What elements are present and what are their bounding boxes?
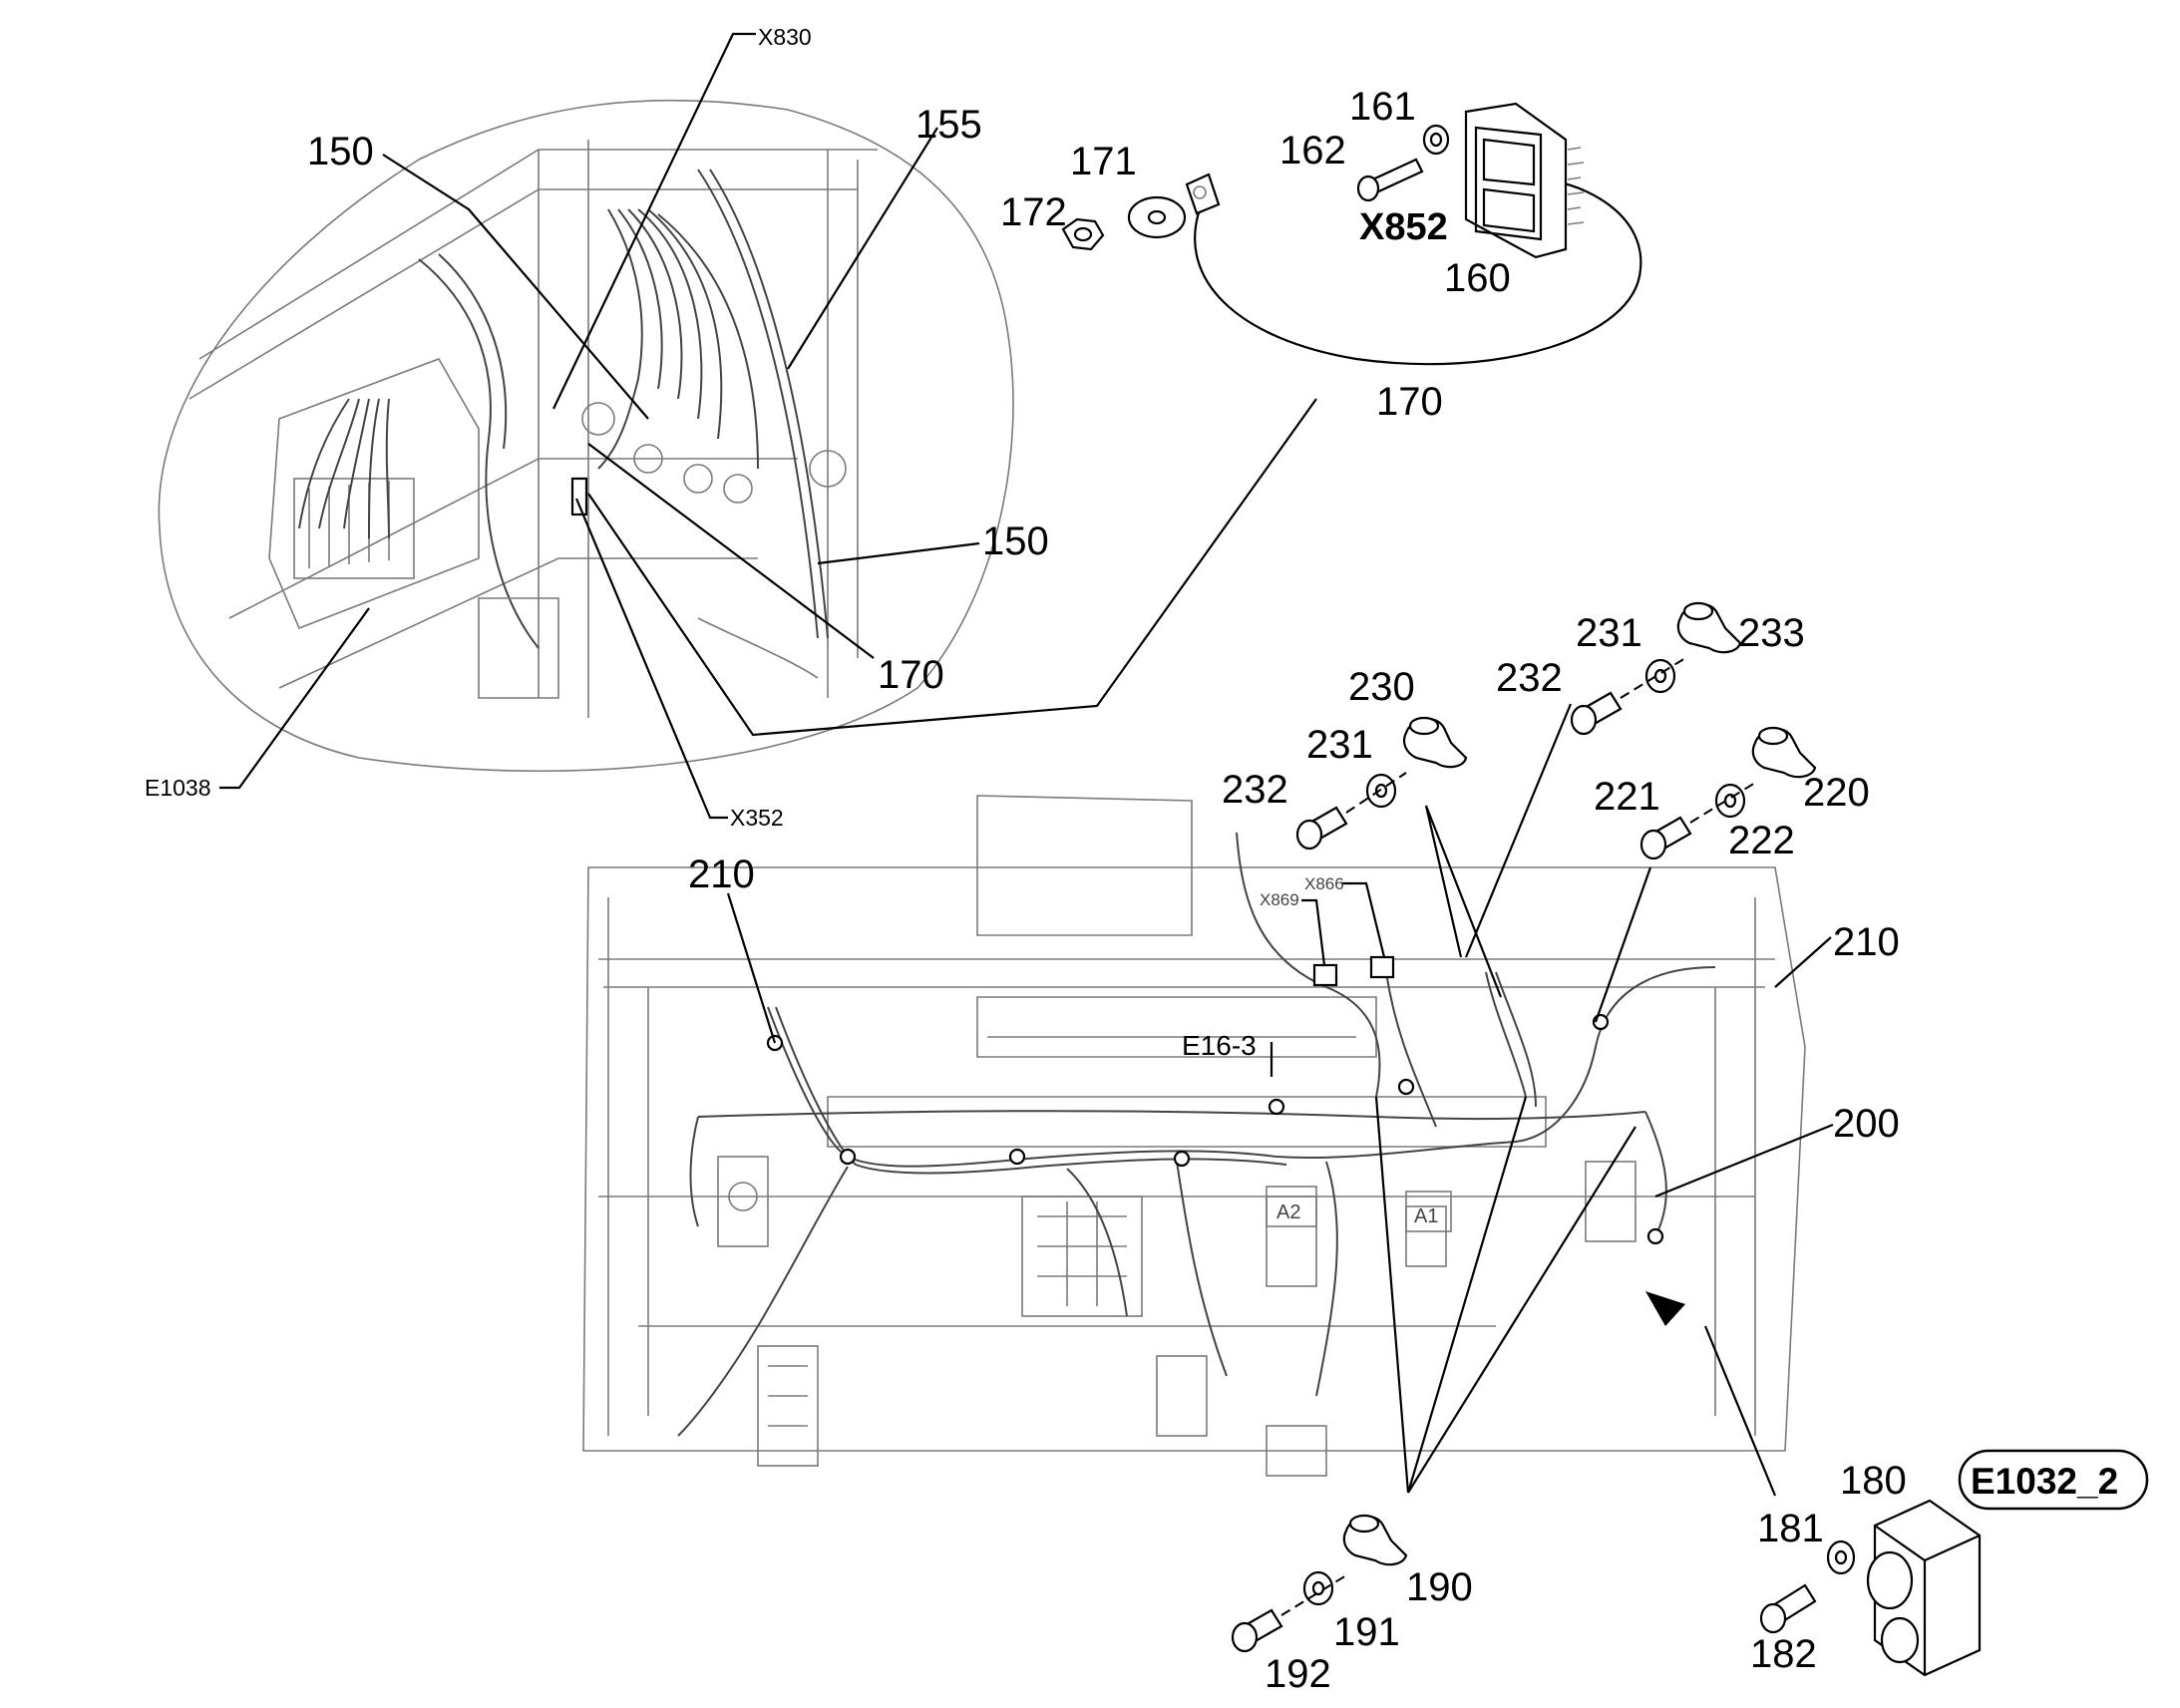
washer-161	[1422, 124, 1450, 156]
panel-label-a2: A2	[1276, 1201, 1300, 1223]
callout-171: 171	[1070, 140, 1137, 183]
diagram-id: E1032_2	[1971, 1461, 2118, 1502]
leader-230b	[1424, 805, 1503, 998]
callout-200: 200	[1833, 1102, 1900, 1146]
callout-181: 181	[1757, 1507, 1824, 1550]
diagram-id-box	[1958, 1449, 2149, 1511]
leader-x866	[1341, 881, 1386, 958]
connector-x830: X830	[758, 24, 812, 50]
arrow-direction	[1645, 1291, 1685, 1326]
leader-150a	[382, 154, 649, 420]
module-e1038: E1038	[145, 775, 211, 801]
callout-155: 155	[915, 103, 982, 147]
detail-view-outline	[158, 99, 1014, 773]
x852-connector-group	[1061, 102, 1642, 366]
connector-x869: X869	[1260, 890, 1299, 909]
fastener-set-190	[1231, 1514, 1408, 1653]
fastener-set-230	[1295, 716, 1468, 851]
leader-e1038	[219, 607, 370, 790]
callout-222: 222	[1728, 819, 1795, 862]
callout-160: 160	[1444, 256, 1511, 300]
leader-170b	[587, 443, 875, 659]
connector-x852: X852	[1359, 206, 1448, 248]
leader-x352	[574, 498, 728, 820]
leader-210b	[1774, 936, 1832, 988]
callout-180: 180	[1840, 1459, 1907, 1503]
callout-150: 150	[982, 519, 1049, 563]
x852-connector	[1464, 102, 1568, 259]
callout-191: 191	[1333, 1610, 1400, 1654]
leader-190a	[1374, 1096, 1410, 1494]
callout-162: 162	[1279, 129, 1346, 172]
leader-190c	[1407, 1126, 1636, 1494]
detail-view	[158, 32, 1317, 820]
callout-170: 170	[1376, 380, 1443, 424]
callout-210: 210	[688, 853, 755, 896]
leader-x830	[552, 32, 756, 410]
leader-170a	[587, 398, 1317, 737]
leader-x869	[1301, 898, 1326, 966]
callout-161: 161	[1349, 85, 1416, 129]
leader-210a	[726, 892, 777, 1044]
main-assembly: A2 A1	[582, 703, 1834, 1497]
leader-155	[787, 127, 938, 370]
leader-233	[1464, 703, 1573, 958]
panel-label-a1: A1	[1414, 1205, 1438, 1227]
fastener-set-233	[1570, 601, 1742, 736]
callout-170: 170	[878, 653, 944, 697]
callout-190: 190	[1406, 1565, 1473, 1609]
connector-x866: X866	[1304, 874, 1344, 893]
callout-230: 230	[1348, 665, 1415, 709]
callout-233: 233	[1738, 611, 1805, 655]
callout-182: 182	[1750, 1632, 1817, 1676]
callout-232: 232	[1222, 768, 1288, 812]
leader-220	[1594, 866, 1652, 1023]
callout-232: 232	[1496, 656, 1563, 700]
ring-terminal	[1185, 172, 1221, 215]
leader-181	[1703, 1325, 1777, 1497]
leader-200	[1654, 1123, 1834, 1198]
connector-x352: X352	[730, 805, 784, 831]
callout-231: 231	[1306, 723, 1373, 767]
leader-190b	[1406, 1096, 1528, 1494]
callout-192: 192	[1265, 1652, 1331, 1696]
callout-150: 150	[307, 130, 374, 173]
fastener-set-180	[1759, 1499, 1982, 1677]
leader-230	[1424, 805, 1463, 958]
callout-172: 172	[1000, 190, 1067, 234]
callout-210: 210	[1833, 920, 1900, 964]
callout-231: 231	[1576, 611, 1642, 655]
washer-171	[1127, 195, 1187, 239]
fastener-set-220	[1639, 726, 1817, 860]
reference-e16-3: E16-3	[1182, 1030, 1257, 1061]
nut-172	[1061, 217, 1105, 251]
leader-150b	[817, 541, 980, 565]
callout-221: 221	[1594, 775, 1660, 819]
callout-220: 220	[1803, 771, 1870, 815]
